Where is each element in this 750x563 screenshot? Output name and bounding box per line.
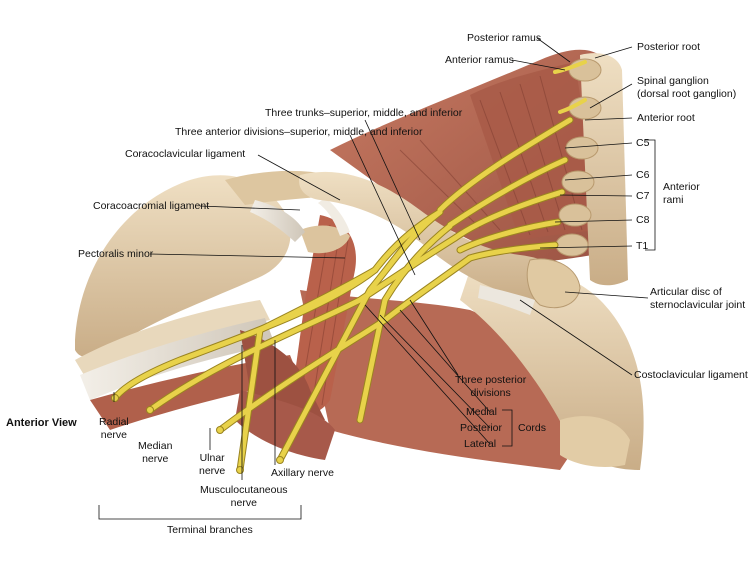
label-anterior-ramus: Anterior ramus [445,54,514,66]
label-c5: C5 [636,137,650,149]
label-terminal-branches: Terminal branches [167,524,253,536]
bracket-terminal-branches [98,505,302,520]
leader-coracoclavicular [257,154,341,201]
leader-pectoralis-minor [149,253,346,259]
label-anterior-root: Anterior root [637,112,695,124]
leader-posterior-ramus [536,37,571,63]
leader-c5 [564,142,633,149]
coracoacromial-ligament-shape [250,200,305,242]
label-posterior-root: Posterior root [637,41,701,53]
label-three-trunks: Three trunks–superior, middle, and infer… [265,107,463,119]
sternoclavicular-joint [526,258,581,309]
label-musculocutaneous-nerve: Musculocutaneous nerve [200,484,288,509]
leader-anterior-root [584,117,633,121]
label-articular-disc: Articular disc of sternoclavicular joint [650,286,746,311]
bracket-anterior-rami [645,139,656,251]
leader-three-posterior-divisions [409,299,459,376]
lower-sternum [560,416,630,467]
label-lateral: Lateral [464,438,497,450]
leader-lines [98,37,656,520]
label-posterior: Posterior [460,422,503,434]
leader-t1 [539,245,633,249]
leader-three-anterior-divisions [349,134,416,276]
label-radial-nerve: Radial nerve [99,416,129,441]
costoclavicular-ligament-shape [478,285,535,315]
leader-medial [399,309,491,413]
coracoclavicular-ligament-shape [318,198,350,236]
label-three-posterior-divisions: Three posterior divisions [455,374,527,399]
bracket-cords [502,409,513,447]
label-medial: Medial [466,406,497,418]
leader-three-trunks [364,119,421,241]
label-c7: C7 [636,190,650,202]
label-pectoralis-minor: Pectoralis minor [78,248,154,260]
leader-posterior [379,314,491,429]
label-t1: T1 [636,240,649,252]
label-anterior-rami: Anterior rami [663,181,700,206]
leader-costoclavicular [519,299,633,376]
label-coracoclavicular-ligament: Coracoclavicular ligament [125,148,246,160]
label-cords: Cords [518,422,547,434]
leader-posterior-root [594,46,633,59]
label-ulnar-nerve: Ulnar nerve [199,452,226,477]
label-median-nerve: Median nerve [138,440,173,465]
label-posterior-ramus: Posterior ramus [467,32,542,44]
label-costoclavicular-ligament: Costoclavicular ligament [634,369,748,381]
leader-c6 [564,174,633,181]
label-spinal-ganglion: Spinal ganglion (dorsal root ganglion) [637,75,737,100]
label-c6: C6 [636,169,650,181]
label-axillary-nerve: Axillary nerve [271,467,335,479]
label-three-anterior-divisions: Three anterior divisions–superior, middl… [175,126,423,138]
leader-c8 [554,219,633,223]
coracoid-process [300,225,350,254]
leader-c7 [559,194,633,197]
leader-anterior-ramus [511,59,566,71]
leader-articular-disc [564,291,649,299]
brachial-plexus-nerves [111,60,587,474]
arm-muscle-lower [235,390,335,460]
label-c8: C8 [636,214,650,226]
leader-lateral [364,304,491,445]
leader-coracoacromial [199,205,301,211]
humerus-head [75,175,291,358]
leader-spinal-ganglion [589,83,633,109]
label-coracoacromial-ligament: Coracoacromial ligament [93,200,210,212]
view-label: Anterior View [6,417,77,429]
